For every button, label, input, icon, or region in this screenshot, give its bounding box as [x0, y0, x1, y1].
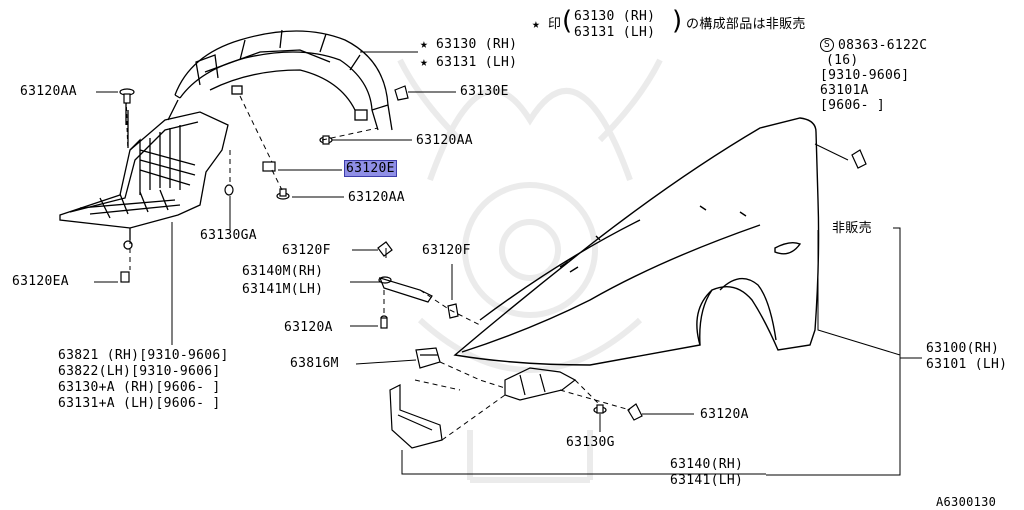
parts-list-line-2[interactable]: 63822(LH)[9310-9606] [58, 364, 221, 379]
part-label-08363-6122c[interactable]: 08363-6122C [838, 38, 928, 53]
part-label-63141m[interactable]: 63141M(LH) [242, 282, 324, 297]
part-label-63130-rh[interactable]: 63130 (RH) [436, 37, 518, 52]
note-mark: 印 [548, 17, 562, 32]
part-label-63120f-right[interactable]: 63120F [422, 243, 471, 258]
bolt-date-range: [9310-9606] [820, 68, 910, 83]
not-for-sale-label: 非販売 [832, 221, 872, 236]
part-label-63120aa-low[interactable]: 63120AA [348, 190, 405, 205]
part-label-63120e-highlight[interactable]: 63120E [344, 160, 397, 177]
fastener-drawings [119, 85, 867, 421]
part-label-63120a-right[interactable]: 63120A [700, 407, 749, 422]
parts-list-line-3[interactable]: 63130+A (RH)[9606- ] [58, 380, 221, 395]
part-label-63130g[interactable]: 63130G [566, 435, 615, 450]
part-label-63120a-left[interactable]: 63120A [284, 320, 333, 335]
part-label-63141[interactable]: 63141(LH) [670, 473, 744, 488]
part-label-63120aa-mid[interactable]: 63120AA [416, 133, 473, 148]
p63101a-date-range: [9606- ] [820, 98, 886, 113]
circled-s-symbol: S [820, 38, 834, 52]
fender-liner-drawing [167, 29, 393, 131]
part-label-63120f-left[interactable]: 63120F [282, 243, 331, 258]
note-close-paren: ) [672, 6, 683, 36]
fender-panel-drawing [453, 117, 820, 366]
part-label-63140m[interactable]: 63140M(RH) [242, 264, 324, 279]
star-marker: ★ [420, 55, 429, 70]
part-label-63140[interactable]: 63140(RH) [670, 457, 744, 472]
diagram-id: A6300130 [936, 495, 997, 509]
note-suffix: の構成部品は非販売 [686, 17, 806, 32]
bracket-drawings [378, 277, 577, 449]
part-label-63131-lh[interactable]: 63131 (LH) [436, 55, 518, 70]
note-line1: 63130 (RH) [574, 9, 656, 24]
undercover-drawing [59, 99, 229, 250]
watermark-emblem [397, 58, 663, 483]
part-label-63101a[interactable]: 63101A [820, 83, 869, 98]
parts-list-line-4[interactable]: 63131+A (LH)[9606- ] [58, 396, 221, 411]
part-label-63816m[interactable]: 63816M [290, 356, 339, 371]
bolt-quantity: (16) [826, 53, 859, 68]
part-label-63120ea[interactable]: 63120EA [12, 274, 69, 289]
star-marker: ★ [420, 37, 429, 52]
part-label-63130ga[interactable]: 63130GA [200, 228, 257, 243]
leader-lines [94, 51, 922, 476]
note-line2: 63131 (LH) [574, 25, 656, 40]
note-star: ★ [532, 17, 541, 32]
note-open-paren: ( [562, 6, 573, 36]
parts-list-line-1[interactable]: 63821 (RH)[9310-9606] [58, 348, 229, 363]
part-label-63120e[interactable]: 63120E [344, 160, 397, 177]
part-label-63100[interactable]: 63100(RH) [926, 341, 1000, 356]
part-label-63101[interactable]: 63101 (LH) [926, 357, 1008, 372]
part-label-63120aa-top[interactable]: 63120AA [20, 84, 77, 99]
part-label-63130e[interactable]: 63130E [460, 84, 509, 99]
